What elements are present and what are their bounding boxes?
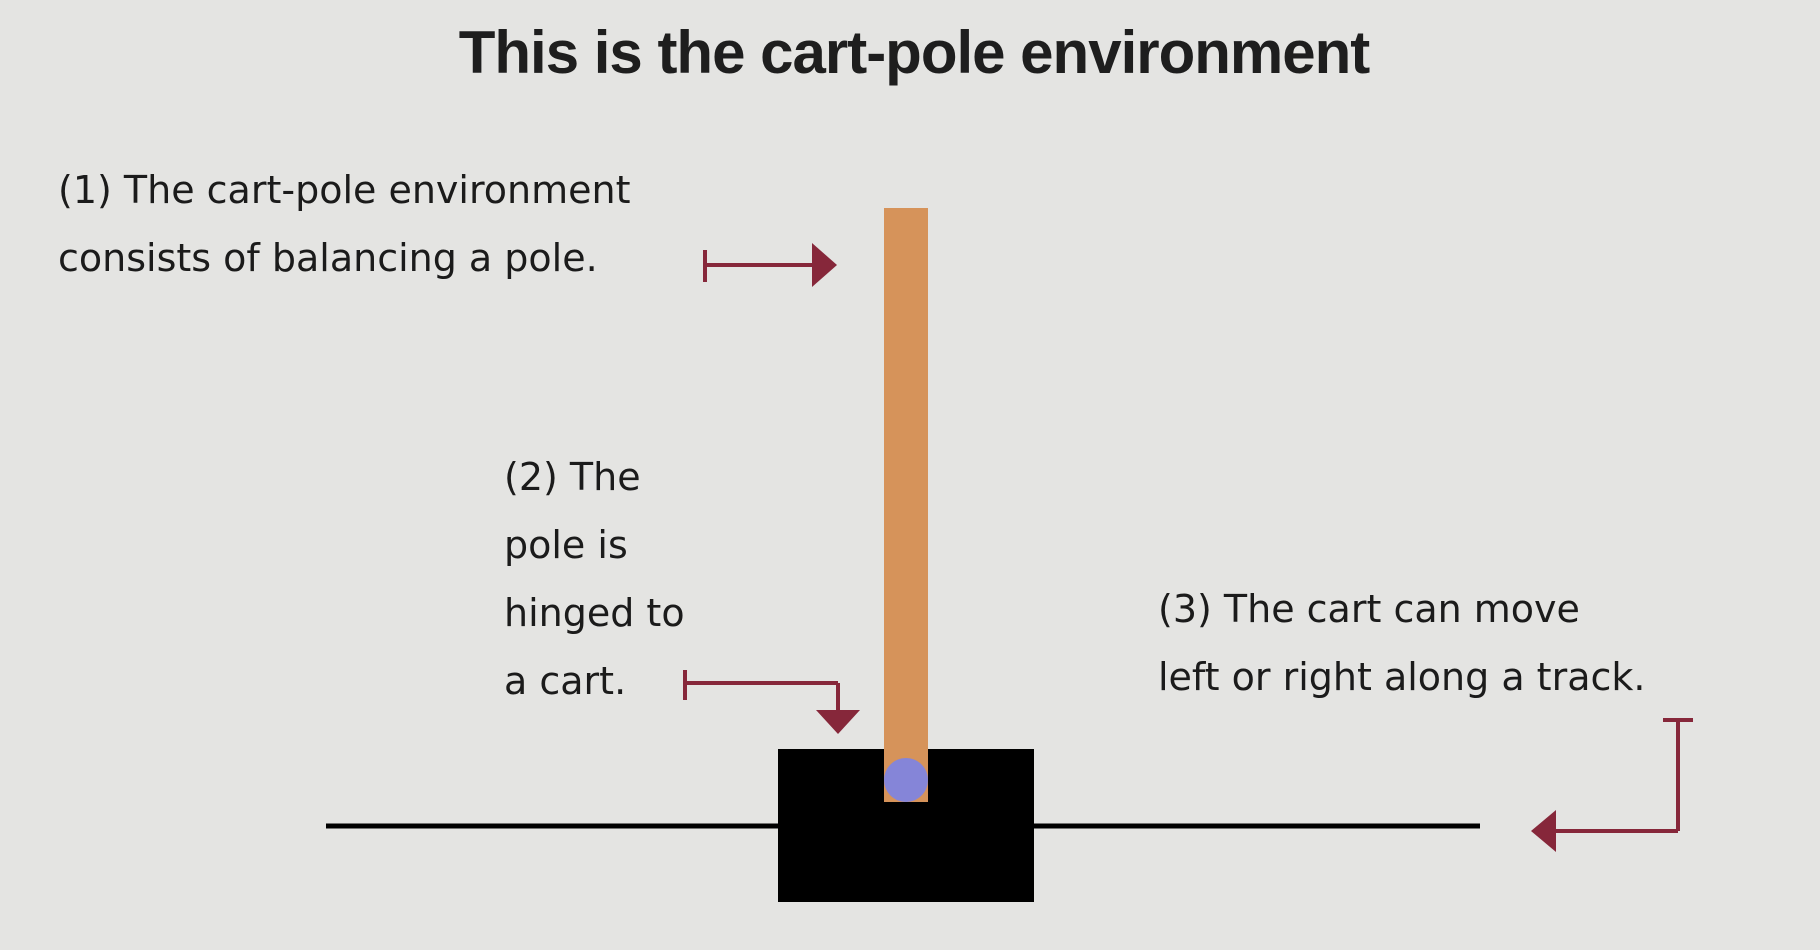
arrow-along-track — [1531, 718, 1693, 852]
annotation-line: (3) The cart can move — [1158, 587, 1580, 631]
arrow-to-hinge — [683, 670, 860, 734]
annotation-hinge: (2) The pole is hinged to a cart. — [504, 443, 685, 715]
annotation-line: pole is — [504, 523, 628, 567]
annotation-track: (3) The cart can move left or right alon… — [1158, 575, 1645, 711]
annotation-line: consists of balancing a pole. — [58, 236, 598, 280]
annotation-line: (1) The cart-pole environment — [58, 168, 631, 212]
annotation-line: hinged to — [504, 591, 685, 635]
arrow-to-pole — [703, 243, 837, 287]
annotation-pole: (1) The cart-pole environment consists o… — [58, 156, 630, 292]
annotation-line: (2) The — [504, 455, 641, 499]
pole — [884, 208, 928, 802]
page-title: This is the cart-pole environment — [458, 19, 1371, 86]
annotation-line: a cart. — [504, 659, 627, 703]
annotation-line: left or right along a track. — [1158, 655, 1646, 699]
hinge-joint — [884, 758, 928, 802]
